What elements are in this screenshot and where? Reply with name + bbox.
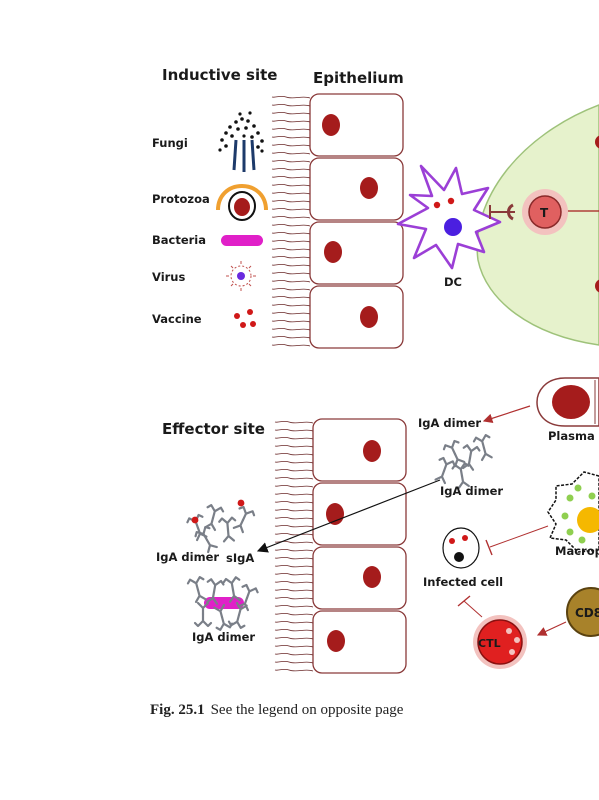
infected-cell-label: Infected cell — [423, 575, 503, 589]
fungi-label: Fungi — [152, 136, 188, 150]
vaccine-icon — [234, 309, 256, 328]
fungi-icon — [218, 111, 264, 172]
epithelium-label: Epithelium — [313, 69, 404, 87]
figure-number: Fig. 25.1 — [150, 702, 205, 718]
bacteria-label: Bacteria — [152, 233, 206, 247]
cd8-label: CD8 — [575, 606, 599, 620]
follicle-cell-bottom — [595, 279, 599, 293]
effector-site-label: Effector site — [162, 420, 265, 438]
siga-label: sIgA — [226, 551, 254, 565]
iga-dimer-left-label: IgA dimer — [156, 550, 219, 564]
infected-cell — [442, 527, 480, 569]
bacteria-neutralized — [186, 575, 260, 632]
dc-label: DC — [444, 275, 462, 289]
iga-dimer-mid-label: IgA dimer — [440, 484, 503, 498]
plasma-cell-label: Plasma c — [548, 429, 599, 443]
follicle-cell-top — [595, 135, 599, 149]
vaccine-label: Vaccine — [152, 312, 202, 326]
inductive-site-label: Inductive site — [162, 66, 277, 84]
ctl-cell — [473, 615, 527, 669]
figure-caption: Fig. 25.1 See the legend on opposite page — [150, 702, 403, 719]
protozoa-icon — [216, 183, 268, 221]
iga-dimer-cluster — [431, 433, 496, 490]
ctl-label: CTL — [478, 637, 501, 650]
t-cell-label: T — [540, 206, 549, 220]
virus-icon — [226, 261, 256, 291]
protozoa-label: Protozoa — [152, 192, 210, 206]
iga-dimer-bottom-label: IgA dimer — [192, 630, 255, 644]
t-cell — [489, 189, 568, 235]
figure-caption-text: See the legend on opposite page — [210, 702, 404, 718]
plasma-cell — [536, 377, 599, 427]
siga-complex — [185, 499, 257, 555]
macrophage-label: Macrop — [555, 544, 599, 558]
iga-dimer-top-label: IgA dimer — [418, 416, 481, 430]
inductive-epithelium — [271, 93, 404, 349]
bacteria-icon — [221, 235, 263, 246]
dendritic-cell — [396, 164, 502, 270]
virus-label: Virus — [152, 270, 185, 284]
effector-epithelium — [274, 418, 407, 674]
macrophage — [547, 471, 599, 553]
cd8-cell — [566, 587, 599, 637]
